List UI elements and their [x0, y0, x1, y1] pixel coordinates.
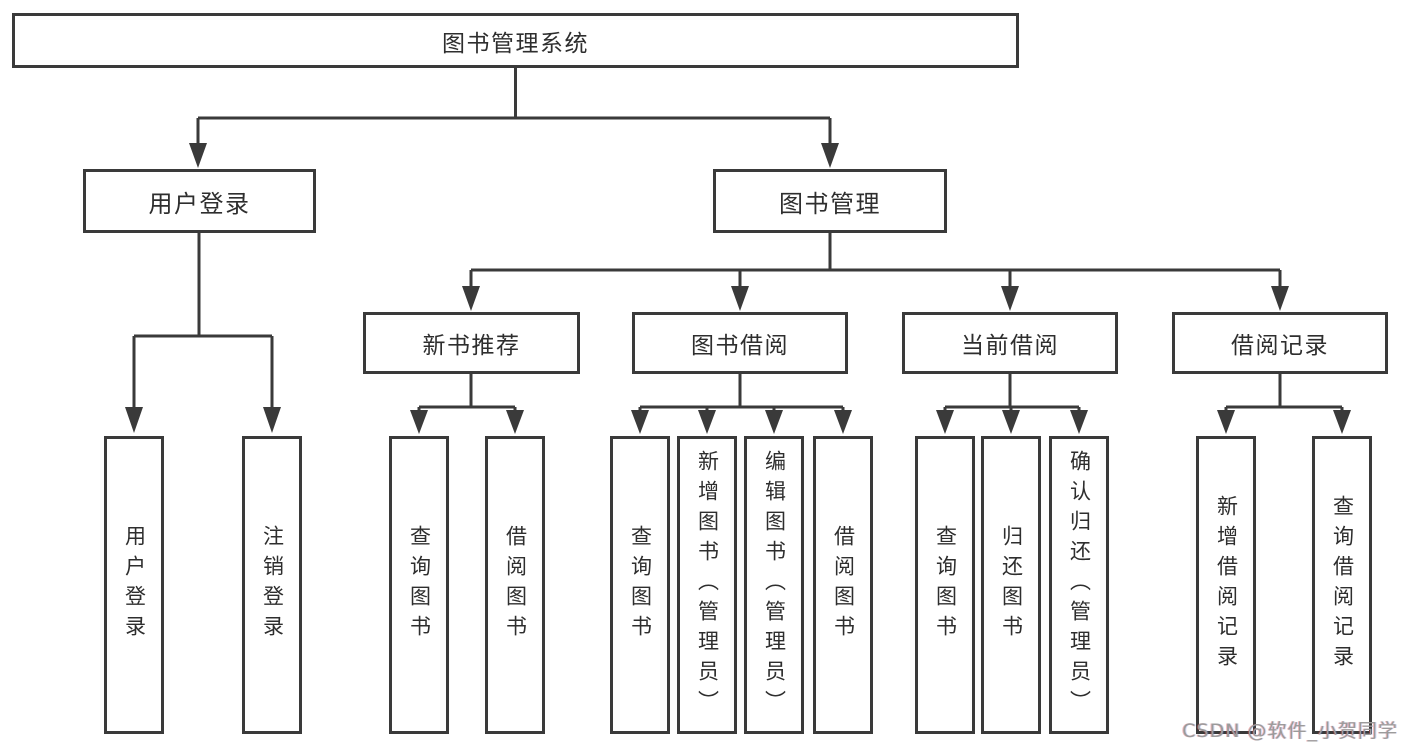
- csdn-watermark: CSDN @软件_小贺同学: [1182, 720, 1398, 742]
- leaf-return-book: 归还图书: [981, 436, 1041, 734]
- leaf-query-books: 查询图书: [389, 436, 449, 734]
- leaf-user-login: 用户登录: [104, 436, 164, 734]
- leaf-query-borrow-record: 查询借阅记录: [1312, 436, 1372, 734]
- connector-book-borrow-to-leaves: [631, 374, 852, 434]
- node-root: 图书管理系统: [12, 13, 1019, 68]
- node-book-management: 图书管理: [713, 169, 947, 233]
- leaf-confirm-return-admin: 确认归还（管理员）: [1049, 436, 1109, 734]
- leaf-logout: 注销登录: [242, 436, 302, 734]
- node-borrow-records: 借阅记录: [1172, 312, 1388, 374]
- node-user-login: 用户登录: [83, 169, 316, 233]
- connector-user-login-to-leaves: [125, 233, 281, 433]
- leaf-edit-book-admin: 编辑图书（管理员）: [744, 436, 804, 734]
- connector-borrow-records-to-leaves: [1217, 374, 1351, 434]
- leaf-query-books-3: 查询图书: [915, 436, 975, 734]
- leaf-add-book-admin: 新增图书（管理员）: [677, 436, 737, 734]
- connector-current-borrow-to-leaves: [936, 374, 1088, 434]
- node-current-borrow: 当前借阅: [902, 312, 1118, 374]
- leaf-add-borrow-record: 新增借阅记录: [1196, 436, 1256, 734]
- node-book-borrow: 图书借阅: [632, 312, 848, 374]
- connector-book-management-to-level3: [462, 233, 1289, 311]
- connector-new-book-recommend-to-leaves: [410, 374, 524, 434]
- node-new-book-recommend: 新书推荐: [363, 312, 580, 374]
- connector-root-to-level2: [189, 68, 839, 168]
- leaf-borrow-books-2: 借阅图书: [813, 436, 873, 734]
- leaf-borrow-books: 借阅图书: [485, 436, 545, 734]
- leaf-query-books-2: 查询图书: [610, 436, 670, 734]
